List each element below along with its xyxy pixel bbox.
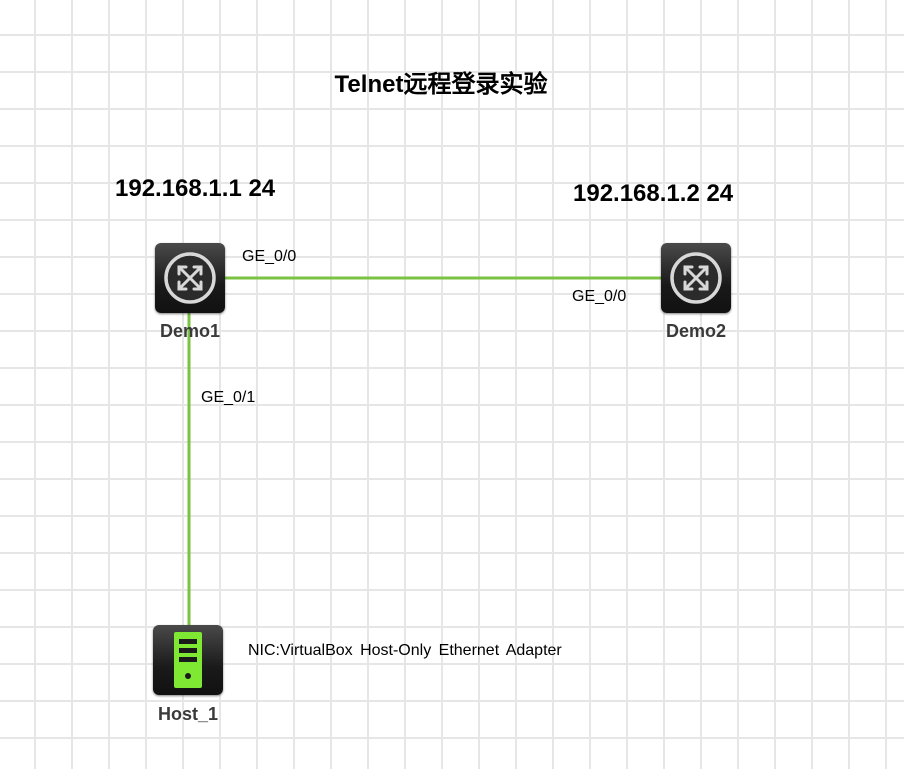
- port-label-demo1-ge00: GE_0/0: [242, 248, 297, 265]
- router-icon: [164, 252, 216, 304]
- host-host1[interactable]: [153, 625, 223, 695]
- server-icon: [174, 632, 202, 688]
- nic-label-host1: NIC:VirtualBox Host-Only Ethernet Adapte…: [248, 642, 562, 659]
- ip-label-demo2: 192.168.1.2 24: [573, 180, 734, 207]
- device-name-demo1: Demo1: [159, 321, 221, 341]
- diagram-title: Telnet远程登录实验: [334, 71, 548, 98]
- router-icon: [670, 252, 722, 304]
- port-label-demo2-ge00: GE_0/0: [572, 288, 627, 305]
- port-label-demo1-ge01: GE_0/1: [201, 389, 256, 406]
- ip-label-demo1: 192.168.1.1 24: [115, 175, 276, 202]
- device-name-host1: Host_1: [157, 704, 219, 724]
- router-demo1[interactable]: [155, 243, 225, 313]
- router-demo2[interactable]: [661, 243, 731, 313]
- device-name-demo2: Demo2: [665, 321, 727, 341]
